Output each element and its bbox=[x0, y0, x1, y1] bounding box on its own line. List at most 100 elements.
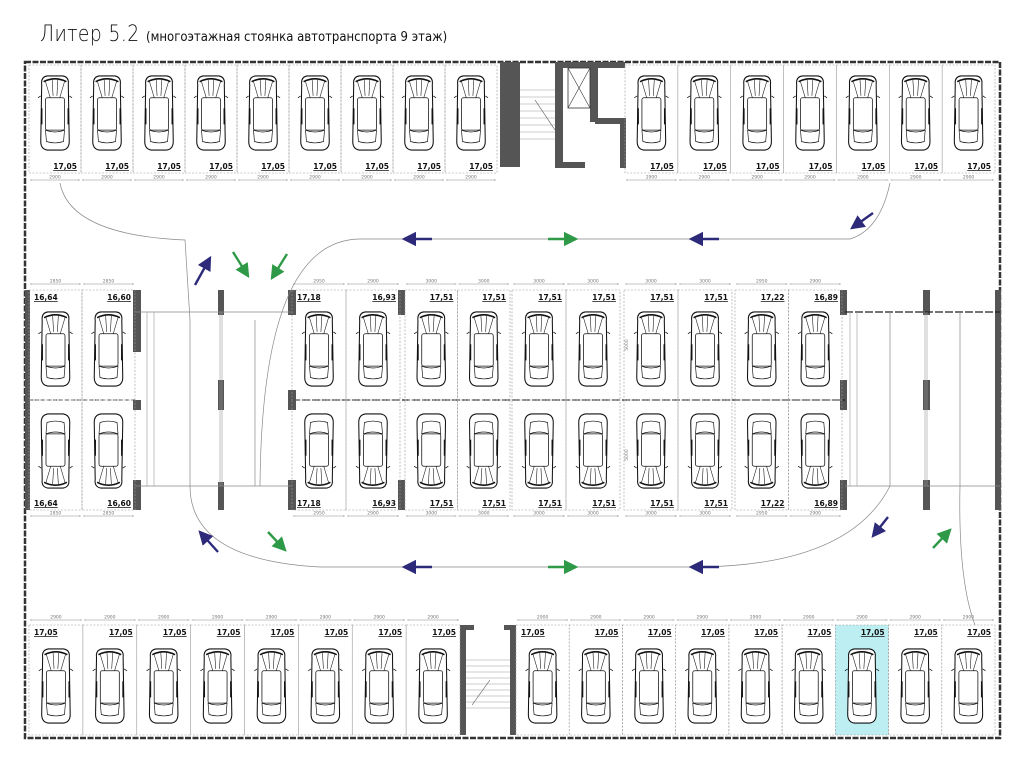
parking-space: 16,93 bbox=[345, 399, 401, 511]
dimension-label: 2900 bbox=[963, 615, 975, 621]
parking-space-outline bbox=[565, 289, 621, 401]
parking-space-outline bbox=[404, 399, 458, 511]
dimension-label: 2900 bbox=[643, 615, 655, 621]
dimension-label: 3000 bbox=[587, 279, 599, 285]
dimension-label: 2900 bbox=[158, 615, 170, 621]
space-area-label: 17,05 bbox=[105, 162, 129, 171]
stair-wall bbox=[500, 62, 520, 167]
driving-lanes bbox=[59, 182, 1000, 626]
parking-space-outline bbox=[788, 399, 843, 511]
car-icon bbox=[141, 75, 177, 151]
space-area-label: 17,05 bbox=[914, 162, 938, 171]
dimension-label: 2900 bbox=[50, 615, 62, 621]
traffic-arrow-icon bbox=[871, 516, 889, 538]
dimension-label: 2950 bbox=[756, 279, 768, 285]
space-area-label: 17,05 bbox=[650, 162, 674, 171]
parking-space-outline bbox=[244, 624, 299, 736]
space-area-label: 17,05 bbox=[109, 628, 133, 637]
dimension-label: 3000 bbox=[645, 279, 657, 285]
dimension-label: 2850 bbox=[50, 279, 62, 285]
parking-space-outline bbox=[444, 64, 498, 174]
lane-path bbox=[259, 182, 891, 487]
dimension-label: 2900 bbox=[699, 175, 711, 181]
car-icon bbox=[633, 413, 669, 489]
car-icon bbox=[521, 413, 557, 489]
space-area-label: 17,05 bbox=[809, 162, 833, 171]
parking-space: 17,05 bbox=[677, 64, 732, 174]
car-icon bbox=[253, 648, 290, 724]
parking-space: 17,05 bbox=[568, 624, 623, 736]
space-area-label: 17,05 bbox=[432, 628, 456, 637]
space-area-label: 17,05 bbox=[469, 162, 493, 171]
space-area-label: 17,05 bbox=[648, 628, 672, 637]
parking-space: 17,05 bbox=[82, 624, 138, 736]
parking-space: 17,18 bbox=[291, 289, 347, 401]
parking-space: 17,05 bbox=[132, 64, 186, 174]
space-area-label: 17,05 bbox=[34, 628, 58, 637]
dimension-label: 3000 bbox=[699, 511, 711, 517]
parking-space-outline bbox=[457, 399, 511, 511]
space-area-label: 17,51 bbox=[592, 293, 616, 302]
parking-space-outline bbox=[677, 289, 733, 401]
dimension-label: 2900 bbox=[963, 175, 975, 181]
parking-space-outline bbox=[941, 624, 996, 736]
column bbox=[218, 290, 224, 315]
parking-space: 17,05 bbox=[515, 624, 570, 736]
parking-space-outline bbox=[345, 289, 401, 401]
column bbox=[923, 290, 930, 315]
parking-space: 17,51 bbox=[565, 289, 621, 401]
car-icon bbox=[453, 75, 489, 151]
parking-space: 17,05 bbox=[783, 64, 837, 174]
car-icon bbox=[521, 311, 557, 387]
parking-space: 17,18 bbox=[291, 399, 347, 511]
column bbox=[133, 400, 141, 410]
dimension-label: 3000 bbox=[426, 511, 438, 517]
parking-space: 17,05 bbox=[236, 64, 290, 174]
space-area-label: 16,89 bbox=[814, 293, 838, 302]
car-icon bbox=[413, 311, 450, 387]
parking-space-outline bbox=[515, 624, 570, 736]
stair-wall bbox=[555, 62, 563, 167]
dimension-label: 2900 bbox=[910, 175, 922, 181]
space-area-label: 17,05 bbox=[271, 628, 295, 637]
dimension-label: 2900 bbox=[427, 615, 439, 621]
dimension-label: 3000 bbox=[645, 511, 657, 517]
dimension-label: 2850 bbox=[103, 279, 115, 285]
dimension-label: 2850 bbox=[50, 511, 62, 517]
dimension-label: 2950 bbox=[313, 511, 325, 517]
car-icon bbox=[307, 648, 344, 724]
parking-space: 17,05 bbox=[888, 64, 943, 174]
parking-space: 17,05 bbox=[624, 64, 679, 174]
parking-space: 17,05 bbox=[836, 64, 890, 174]
car-icon bbox=[950, 648, 987, 724]
space-area-label: 17,18 bbox=[297, 499, 321, 508]
parking-space-outline bbox=[81, 399, 136, 511]
car-icon bbox=[91, 648, 128, 724]
parking-space: 17,05 bbox=[190, 624, 245, 736]
elevator-cross bbox=[567, 67, 591, 109]
parking-space: 17,51 bbox=[404, 289, 458, 401]
parking-space: 17,05 bbox=[392, 64, 446, 174]
lane-path bbox=[59, 182, 891, 568]
dimension-label: 2900 bbox=[856, 615, 868, 621]
parking-space: 17,51 bbox=[511, 289, 567, 401]
space-area-label: 17,22 bbox=[761, 293, 785, 302]
parking-space-outline bbox=[734, 289, 789, 401]
stair-direction bbox=[471, 679, 491, 706]
parking-space: 17,05 bbox=[728, 624, 783, 736]
parking-space: 17,05 bbox=[351, 624, 407, 736]
parking-space: 17,05 bbox=[835, 624, 889, 736]
parking-space: 17,51 bbox=[677, 399, 733, 511]
car-icon bbox=[297, 75, 333, 151]
car-icon bbox=[633, 75, 670, 151]
dimension-label: 2850 bbox=[103, 511, 115, 517]
space-area-label: 16,64 bbox=[34, 499, 58, 508]
dimension-label: 2900 bbox=[266, 615, 278, 621]
space-area-label: 17,05 bbox=[861, 628, 885, 637]
car-icon bbox=[361, 648, 398, 724]
column bbox=[218, 482, 224, 510]
parking-space-outline bbox=[781, 624, 836, 736]
car-icon bbox=[90, 413, 127, 489]
parking-space: 17,05 bbox=[340, 64, 394, 174]
column bbox=[995, 290, 1001, 510]
